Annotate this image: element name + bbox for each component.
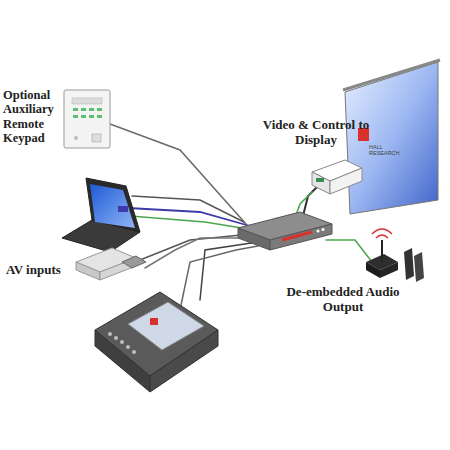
wires bbox=[110, 124, 372, 310]
display-caption: Video & Control to Display bbox=[250, 118, 382, 148]
av-switcher bbox=[238, 212, 332, 250]
audio-receiver bbox=[366, 229, 424, 282]
media-player bbox=[76, 248, 146, 280]
brand-text: HALL RESEARCH bbox=[369, 144, 413, 157]
keypad-plate bbox=[64, 90, 110, 148]
audio-caption: De-embedded Audio Output bbox=[282, 285, 404, 315]
projection-screen bbox=[343, 60, 440, 214]
display-receiver bbox=[312, 160, 362, 194]
keypad-caption: Optional Auxiliary Remote Keypad bbox=[3, 88, 63, 146]
touch-panel bbox=[95, 292, 218, 392]
inputs-caption: AV inputs bbox=[6, 263, 78, 278]
laptop bbox=[62, 178, 140, 252]
